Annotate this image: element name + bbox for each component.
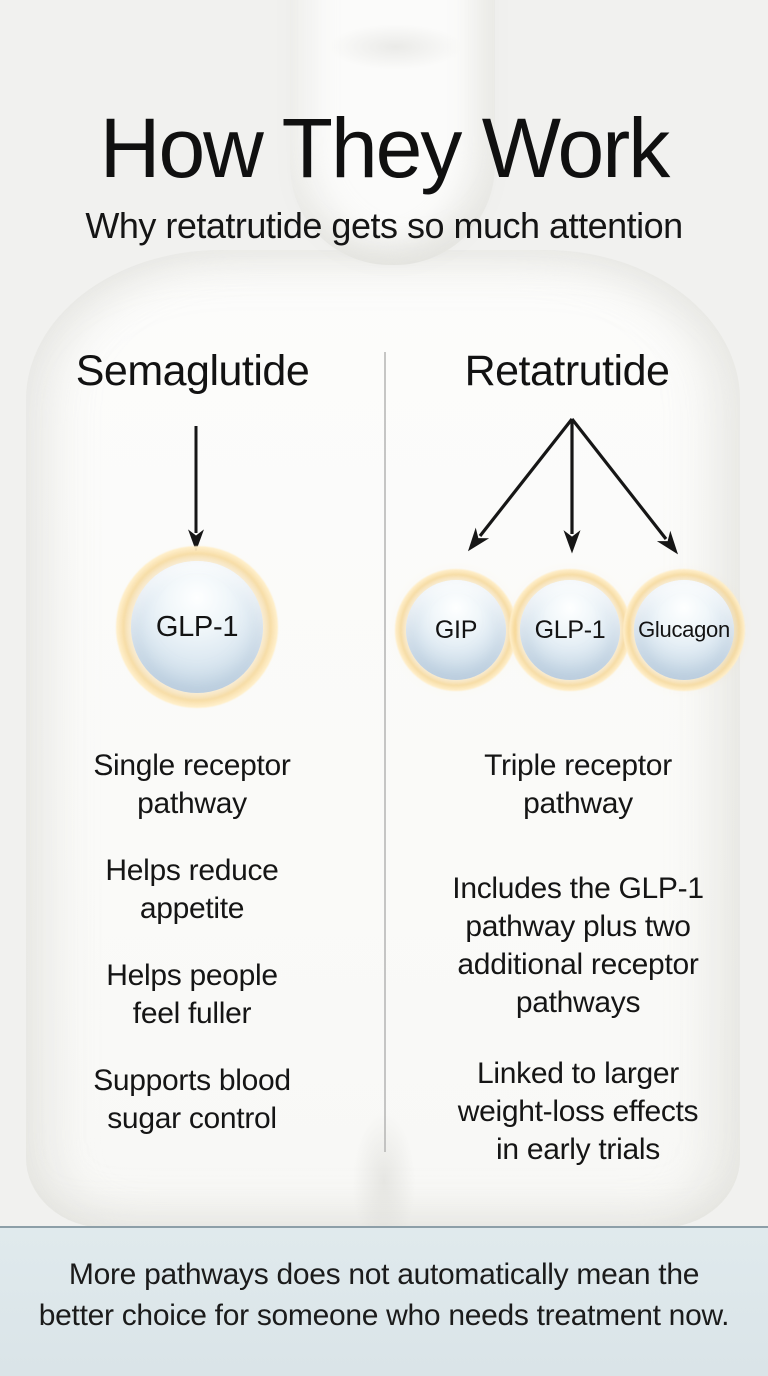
retatrutide-heading: Retatrutide bbox=[464, 347, 670, 395]
footer-note: More pathways does not automatically mea… bbox=[38, 1258, 730, 1332]
list-item: Supports blood sugar control bbox=[93, 1064, 291, 1135]
receptor-orb-glp1-right: GLP-1 bbox=[509, 569, 631, 691]
body-silhouette-neck bbox=[290, 0, 495, 265]
footer-band: More pathways does not automatically mea… bbox=[0, 1226, 768, 1376]
orb-label: Glucagon bbox=[638, 617, 730, 642]
page-subtitle: Why retatrutide gets so much attention bbox=[85, 205, 683, 246]
fan-arrow-left-icon bbox=[467, 418, 574, 552]
list-item: Includes the GLP-1 pathway plus two addi… bbox=[452, 872, 704, 1019]
fan-arrow-right-icon bbox=[570, 418, 678, 555]
retatrutide-points: Triple receptor pathway Includes the GLP… bbox=[396, 747, 760, 1169]
column-divider bbox=[384, 352, 386, 1152]
receptor-orb-glucagon: Glucagon bbox=[623, 569, 745, 691]
list-item: Helps people feel fuller bbox=[106, 959, 278, 1030]
list-item: Single receptor pathway bbox=[93, 749, 291, 820]
body-silhouette-torso bbox=[26, 250, 740, 1228]
receptor-orb-gip: GIP bbox=[395, 569, 517, 691]
orb-label: GLP-1 bbox=[534, 615, 606, 644]
receptor-orb-glp1-left: GLP-1 bbox=[116, 546, 278, 708]
semaglutide-heading: Semaglutide bbox=[75, 347, 310, 395]
page-title: How They Work bbox=[99, 101, 670, 195]
orb-label: GLP-1 bbox=[155, 610, 239, 643]
list-item: Triple receptor pathway bbox=[484, 749, 672, 820]
orb-label: GIP bbox=[434, 615, 478, 644]
body-silhouette-chin-shadow bbox=[328, 24, 463, 70]
list-item: Helps reduce appetite bbox=[105, 854, 279, 925]
semaglutide-points: Single receptor pathway Helps reduce app… bbox=[12, 747, 372, 1138]
list-item: Linked to larger weight-loss effects in … bbox=[457, 1057, 699, 1166]
